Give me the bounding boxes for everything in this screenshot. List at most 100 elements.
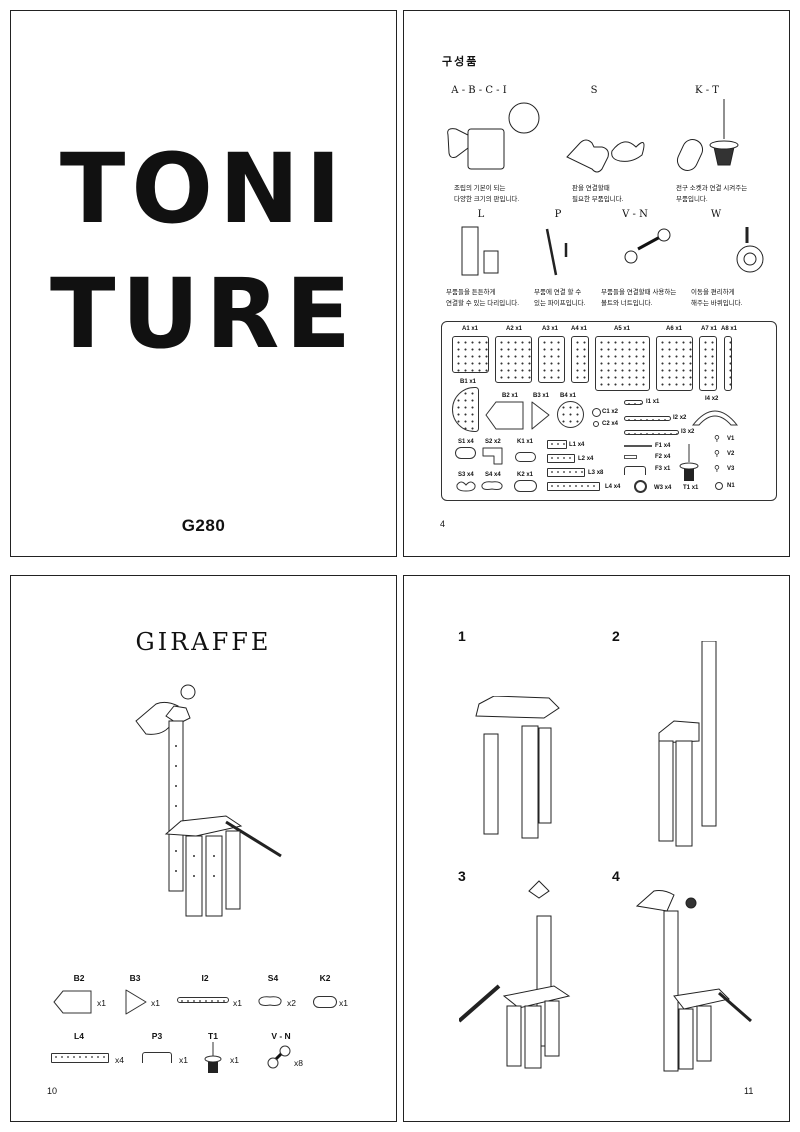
part-label: A4 x1	[571, 326, 588, 332]
step-4-illustration	[635, 890, 752, 1072]
part-label: F1 x4	[655, 443, 671, 449]
wheel-icon	[736, 245, 764, 273]
part-t1-socket	[679, 444, 699, 481]
nut-icon	[715, 482, 723, 490]
part-label: A2 x1	[506, 326, 523, 332]
part-label: S4	[267, 973, 279, 983]
part-f2	[624, 455, 637, 459]
step-number: 2	[612, 628, 620, 644]
step-2-illustration	[658, 641, 717, 847]
cover-page: TONI TURE G280	[10, 10, 397, 557]
part-label: V1	[727, 436, 735, 442]
category-label: A - B - C - I	[451, 85, 507, 96]
part-l4	[547, 482, 600, 491]
part-label: A5 x1	[614, 326, 631, 332]
part-qty: x2	[287, 998, 296, 1008]
part-label: L1 x4	[569, 442, 585, 448]
plate-circle-icon	[508, 102, 540, 134]
part-label: V3	[727, 466, 735, 472]
part-t1-socket	[204, 1042, 222, 1073]
part-label: I2	[201, 973, 209, 983]
part-l3	[547, 468, 585, 477]
part-qty: x1	[233, 998, 242, 1008]
page-title: 구성품	[442, 56, 479, 68]
part-a5	[595, 336, 650, 391]
part-label: W3 x4	[654, 485, 672, 491]
part-label: B2 x1	[502, 393, 519, 399]
part-a8	[724, 336, 732, 391]
part-label: A6 x1	[666, 326, 683, 332]
part-label: L3 x8	[588, 470, 604, 476]
part-label: B4 x1	[560, 393, 577, 399]
part-label: K2 x1	[517, 472, 534, 478]
part-p3	[142, 1052, 172, 1063]
giraffe-page: GIRAFFE B2 x1 B3 x1 I2 x1 S4 x2 K2 x1 L4…	[10, 575, 397, 1122]
part-label: K2	[319, 973, 331, 983]
part-label: B1 x1	[460, 379, 477, 385]
step-number: 3	[458, 868, 466, 884]
part-a4	[571, 336, 589, 383]
part-label: B3	[129, 973, 141, 983]
step-3-illustration	[459, 880, 571, 1069]
part-i3	[624, 430, 679, 435]
part-label: T1	[208, 1031, 218, 1041]
category-label: V - N	[622, 209, 648, 220]
bolt-icon: ⚲	[714, 449, 720, 458]
category-label: S	[590, 85, 598, 96]
part-label: V - N	[271, 1031, 291, 1041]
part-label: I4 x2	[705, 396, 719, 402]
bolt-icon: ⚲	[714, 434, 720, 443]
bolt-icon	[637, 235, 661, 251]
part-label: L2 x4	[578, 456, 594, 462]
part-i1	[624, 400, 643, 405]
part-c1	[592, 408, 601, 417]
model-code: G280	[181, 516, 226, 535]
part-k2	[313, 996, 337, 1008]
bolt-icon: ⚲	[714, 464, 720, 473]
giraffe-leg	[225, 830, 241, 910]
part-i4	[691, 410, 739, 426]
part-b4	[557, 401, 584, 428]
part-s4	[481, 481, 503, 490]
part-s4	[258, 996, 282, 1006]
part-f3	[624, 466, 646, 475]
part-label: A1 x1	[462, 326, 479, 332]
giraffe-illustration	[135, 684, 282, 917]
bulb-icon	[180, 684, 196, 700]
part-w3-wheel	[634, 480, 647, 493]
part-label: I2 x2	[673, 415, 687, 421]
part-a2	[495, 336, 532, 383]
part-i2	[624, 416, 671, 421]
part-label: S2 x2	[485, 439, 501, 445]
step-number: 1	[458, 628, 466, 644]
model-title: GIRAFFE	[135, 628, 272, 656]
logo-line-2: TURE	[50, 258, 357, 370]
part-label: B3 x1	[533, 393, 550, 399]
connector-k-icon	[676, 139, 704, 171]
part-label: N1	[727, 483, 735, 489]
page-number: 10	[47, 1086, 58, 1096]
part-label: T1 x1	[683, 485, 699, 491]
leg-short-icon	[483, 250, 499, 274]
step-1-illustration	[475, 696, 560, 839]
part-b2	[53, 990, 92, 1014]
leg-long-icon	[461, 226, 479, 276]
category-label: L	[477, 209, 485, 220]
part-a7	[699, 336, 717, 391]
pipe-long-icon	[545, 228, 558, 276]
page-number: 11	[744, 1086, 754, 1096]
part-l4	[51, 1053, 109, 1063]
connector-s-icon	[566, 139, 609, 173]
giraffe-body-plate	[164, 815, 243, 837]
part-qty: x1	[151, 998, 160, 1008]
parts-inventory-panel: A1 x1 A2 x1 A3 x1 A4 x1 A5 x1 A6 x1 A7 x…	[441, 321, 777, 501]
part-a6	[656, 336, 693, 391]
part-label: S3 x4	[458, 472, 474, 478]
part-label: I1 x1	[646, 399, 660, 405]
part-k1	[515, 452, 536, 462]
part-s1	[455, 447, 476, 459]
